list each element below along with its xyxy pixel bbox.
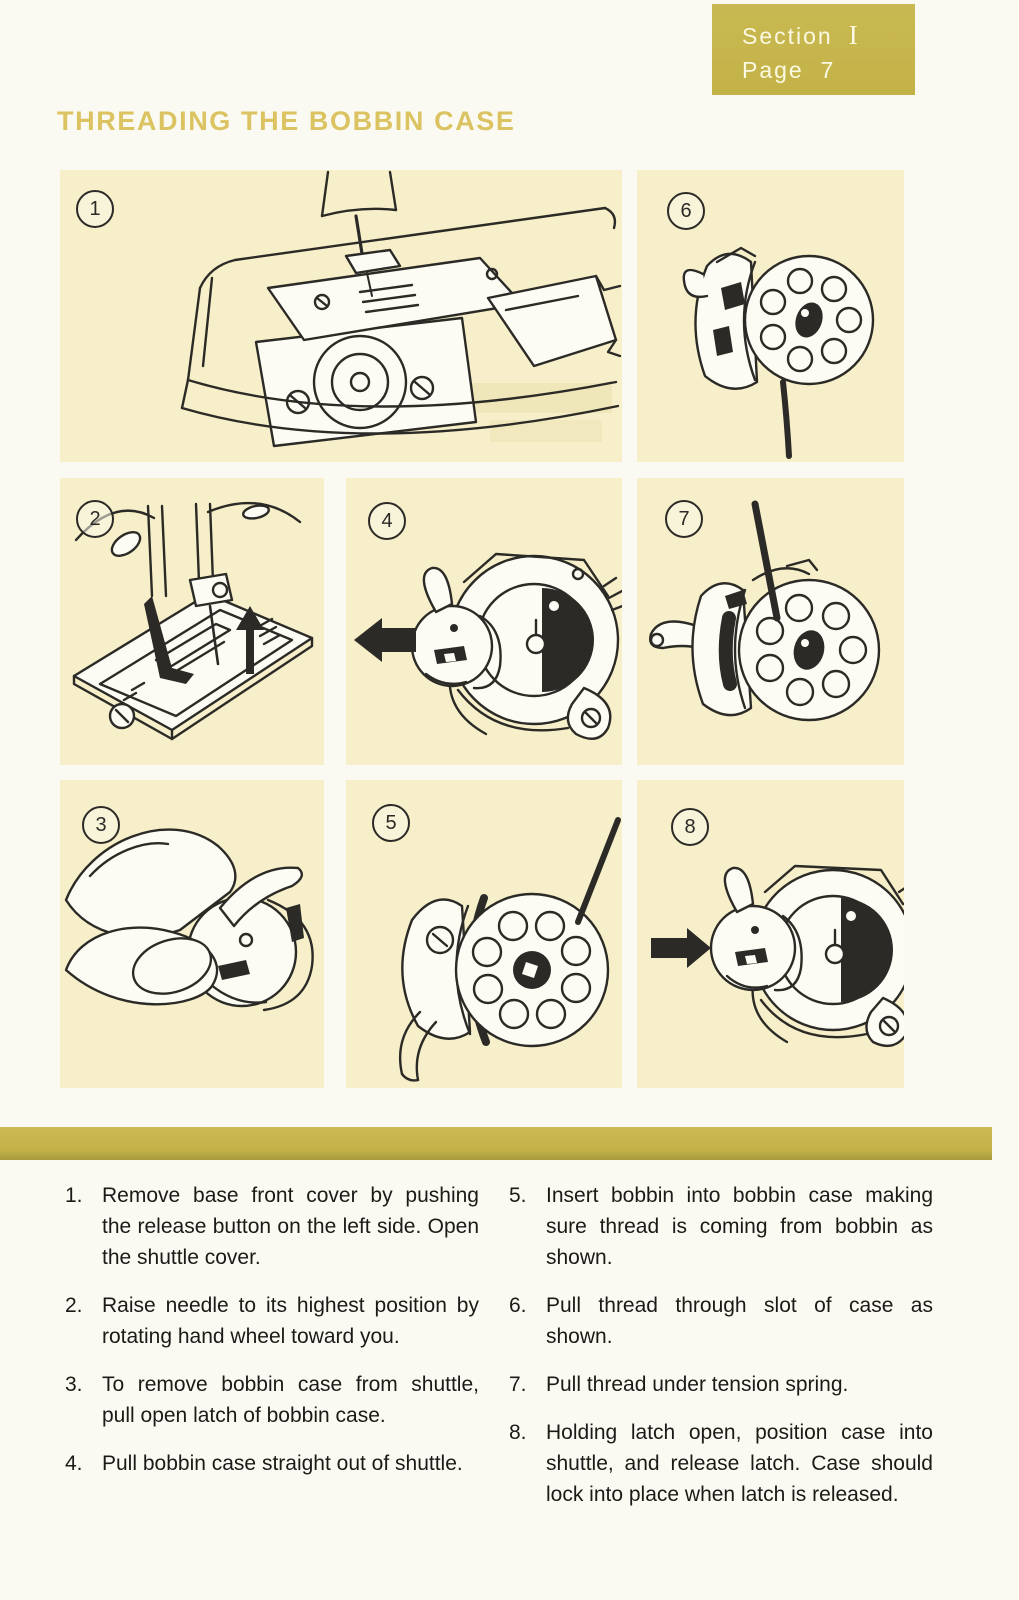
figure-panel-4: 4 [346, 478, 622, 765]
step-number: 4. [65, 1452, 83, 1475]
divider-band [0, 1127, 992, 1160]
arrow-left-icon [354, 618, 416, 662]
step-text: To remove bobbin case from shuttle, pull… [102, 1373, 479, 1427]
figure-panel-1: 1 [60, 170, 622, 462]
needle-raised-arrow-up-illustration [72, 501, 314, 741]
page-number: 7 [820, 57, 836, 83]
step-number: 3. [65, 1373, 83, 1396]
section-page-box: Section I Page 7 [712, 4, 915, 95]
bobbin-case-thread-hanging-illustration [682, 246, 875, 459]
step-number: 8. [509, 1421, 527, 1444]
step-text: Pull thread under tension spring. [546, 1373, 849, 1396]
instruction-step-1: 1. Remove base front cover by pushing th… [65, 1180, 479, 1273]
step-text: Pull bobbin case straight out of shuttle… [102, 1452, 463, 1475]
step-number: 6. [509, 1294, 527, 1317]
step-number-badge: 3 [82, 806, 120, 844]
step-text: Pull thread through slot of case as show… [546, 1294, 933, 1348]
step-number-badge: 7 [665, 500, 703, 538]
step-number-badge: 2 [76, 500, 114, 538]
figure-panel-5: 5 [346, 780, 622, 1088]
step-number: 7. [509, 1373, 527, 1396]
machine-base-shuttle-area-illustration [180, 170, 622, 448]
step-text: Holding latch open, position case into s… [546, 1421, 933, 1506]
page-title: THREADING THE BOBBIN CASE [57, 106, 516, 136]
page-label: Page [742, 57, 804, 83]
section-label: Section [742, 23, 833, 49]
arrow-up-icon [236, 606, 264, 674]
step-text: Raise needle to its highest position by … [102, 1294, 479, 1348]
instruction-step-4: 4. Pull bobbin case straight out of shut… [65, 1448, 479, 1479]
instruction-step-7: 7. Pull thread under tension spring. [509, 1369, 933, 1400]
bobbin-case-pulled-out-arrow-left-illustration [354, 552, 622, 740]
step-text: Insert bobbin into bobbin case making su… [546, 1184, 933, 1269]
section-line: Section I [742, 18, 915, 53]
step-number: 1. [65, 1184, 83, 1207]
instructions-right-column: 5. Insert bobbin into bobbin case making… [509, 1180, 933, 1510]
figure-panel-7: 7 [637, 478, 904, 765]
arrow-right-icon [651, 928, 711, 968]
step-number-badge: 4 [368, 502, 406, 540]
section-numeral: I [848, 20, 860, 50]
step-number-badge: 1 [76, 190, 114, 228]
instruction-step-3: 3. To remove bobbin case from shuttle, p… [65, 1369, 479, 1431]
step-number-badge: 8 [671, 808, 709, 846]
hand-opening-bobbin-case-latch-illustration [64, 828, 314, 1012]
case-into-shuttle-arrow-right-illustration [651, 864, 904, 1048]
step-number: 5. [509, 1184, 527, 1207]
instruction-step-2: 2. Raise needle to its highest position … [65, 1290, 479, 1352]
instruction-step-5: 5. Insert bobbin into bobbin case making… [509, 1180, 933, 1273]
figure-panel-2: 2 [60, 478, 324, 765]
figure-panel-8: 8 [637, 780, 904, 1088]
figure-panel-3: 3 [60, 780, 324, 1088]
thread-through-slot-of-case-illustration [649, 500, 881, 722]
step-text: Remove base front cover by pushing the r… [102, 1184, 479, 1269]
instruction-step-8: 8. Holding latch open, position case int… [509, 1417, 933, 1510]
step-number: 2. [65, 1294, 83, 1317]
page-line: Page 7 [742, 53, 915, 87]
step-number-badge: 5 [372, 804, 410, 842]
step-number-badge: 6 [667, 192, 705, 230]
bobbin-inserted-with-thread-illustration [398, 817, 621, 1082]
instructions-left-column: 1. Remove base front cover by pushing th… [65, 1180, 479, 1479]
figure-panel-6: 6 [637, 170, 904, 462]
instruction-step-6: 6. Pull thread through slot of case as s… [509, 1290, 933, 1352]
